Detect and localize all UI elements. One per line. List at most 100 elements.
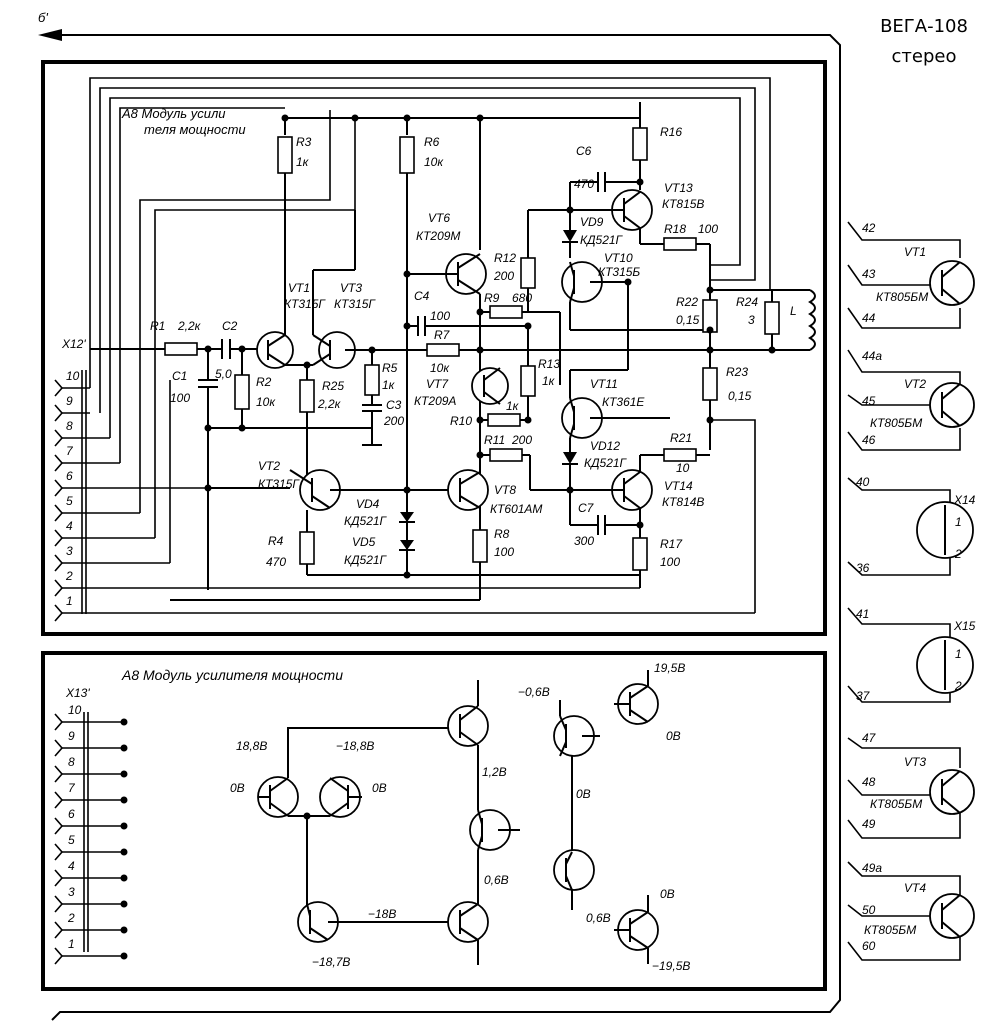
voltage-label-8: −18,7В [312,955,350,969]
svg-text:1: 1 [66,594,73,608]
r1-label: R1 [150,319,165,333]
r25-value: 2,2к [317,397,342,411]
vt10-label: VT10 [604,251,633,265]
c2-label: C2 [222,319,238,333]
svg-text:9: 9 [68,729,75,743]
voltage-label-1: 18,8В [236,739,267,753]
vt13-label: VT13 [664,181,693,195]
r13-value: 1к [542,374,556,388]
voltage-label-15: −19,5В [652,959,690,973]
voltage-label-3: −18,8В [336,739,374,753]
vt4-out-pin-b: 50 [862,903,876,917]
vt6-type: КТ209М [416,229,460,243]
r2-value: 10к [256,395,276,409]
vd5-label: VD5 [352,535,376,549]
c7-label: C7 [578,501,595,515]
r25-label: R25 [322,379,344,393]
r24-label: R24 [736,295,758,309]
module-top-label-1: А8 Модуль усили [121,106,226,121]
svg-text:10: 10 [66,369,80,383]
vt7-type: КТ209А [414,394,456,408]
svg-text:5: 5 [66,494,73,508]
c4-label: C4 [414,289,430,303]
vd12-type: КД521Г [584,456,628,470]
vd9-type: КД521Г [580,233,624,247]
r11-label: R11 [484,433,505,447]
vt11-type: КТ361Е [602,395,645,409]
r4-value: 470 [266,555,286,569]
vt1-out-pin-b: 43 [862,267,876,281]
r21-value: 10 [676,461,690,475]
r23-label: R23 [726,365,748,379]
vt2-out-pin-a: 44а [862,349,882,363]
module-top-frame [41,60,827,636]
c1-value: 100 [170,391,190,405]
r12-label: R12 [494,251,516,265]
svg-text:7: 7 [68,781,76,795]
vt3-out-label: VT3 [904,755,926,769]
vt1-out-type: КТ805БМ [876,290,928,304]
x14-pin-a: 40 [856,475,870,489]
vt11-label: VT11 [590,377,618,391]
vt14-type: КТ814В [662,495,704,509]
vt3-type: КТ315Г [334,297,376,311]
c6-value: 470 [574,177,594,191]
c3-value: 200 [383,414,404,428]
vt8-type: КТ601АМ [490,502,542,516]
svg-text:4: 4 [68,859,75,873]
r13-label: R13 [538,357,560,371]
svg-text:9: 9 [66,394,73,408]
r18-value: 100 [698,222,718,236]
r21-label: R21 [670,431,692,445]
vt4-out-pin-a: 49а [862,861,882,875]
r3-label: R3 [296,135,312,149]
module-bottom-label: А8 Модуль усилителя мощности [121,667,343,683]
x15-pin-a: 41 [856,607,869,621]
bus-label: б' [38,10,48,25]
voltage-label-12: 0В [576,787,591,801]
svg-text:4: 4 [66,519,73,533]
vt4-out-label: VT4 [904,881,926,895]
c3-label: C3 [386,398,402,412]
svg-text:1: 1 [68,937,75,951]
vt3-out-type: КТ805БМ [870,797,922,811]
vt14-label: VT14 [664,479,693,493]
voltage-label-7: −18В [368,907,396,921]
x14-contact-2: 2 [954,547,962,561]
vt13-type: КТ815В [662,197,704,211]
r5-label: R5 [382,361,398,375]
vd9-label: VD9 [580,215,604,229]
r22-label: R22 [676,295,698,309]
vt2-out-type: КТ805БМ [870,416,922,430]
vt1-out-pin-c: 44 [862,311,876,325]
x15-contact-1: 1 [955,647,962,661]
inductor-label: L [790,304,797,318]
device-title: ВЕГА-108 [880,16,968,37]
voltage-label-14: 0,6В [586,911,611,925]
x14-contact-1: 1 [955,515,962,529]
svg-text:3: 3 [66,544,73,558]
vt8-label: VT8 [494,483,516,497]
connector-x13-pins: 10 9 8 7 6 5 4 3 2 1 [67,703,82,951]
voltage-label-5: 1,2В [482,765,507,779]
x14-label: X14 [953,493,976,507]
voltage-label-10: 19,5В [654,661,685,675]
bus-arrow-icon [38,29,62,41]
vt1-type: КТ315Г [284,297,326,311]
vt2-out-pin-b: 45 [862,394,876,408]
voltage-label-9: −0,6В [518,685,550,699]
vd4-label: VD4 [356,497,380,511]
r10-value: 1к [506,399,520,413]
svg-text:2: 2 [65,569,73,583]
c1-label: C1 [172,369,187,383]
svg-text:8: 8 [66,419,73,433]
vt10-type: КТ315Б [598,265,640,279]
r24-value: 3 [748,313,755,327]
c4-value: 100 [430,309,450,323]
r18-label: R18 [664,222,686,236]
connector-x12-pins: 10 9 8 7 6 5 4 3 2 1 [65,369,80,608]
svg-text:5: 5 [68,833,75,847]
vt7-label: VT7 [426,377,449,391]
